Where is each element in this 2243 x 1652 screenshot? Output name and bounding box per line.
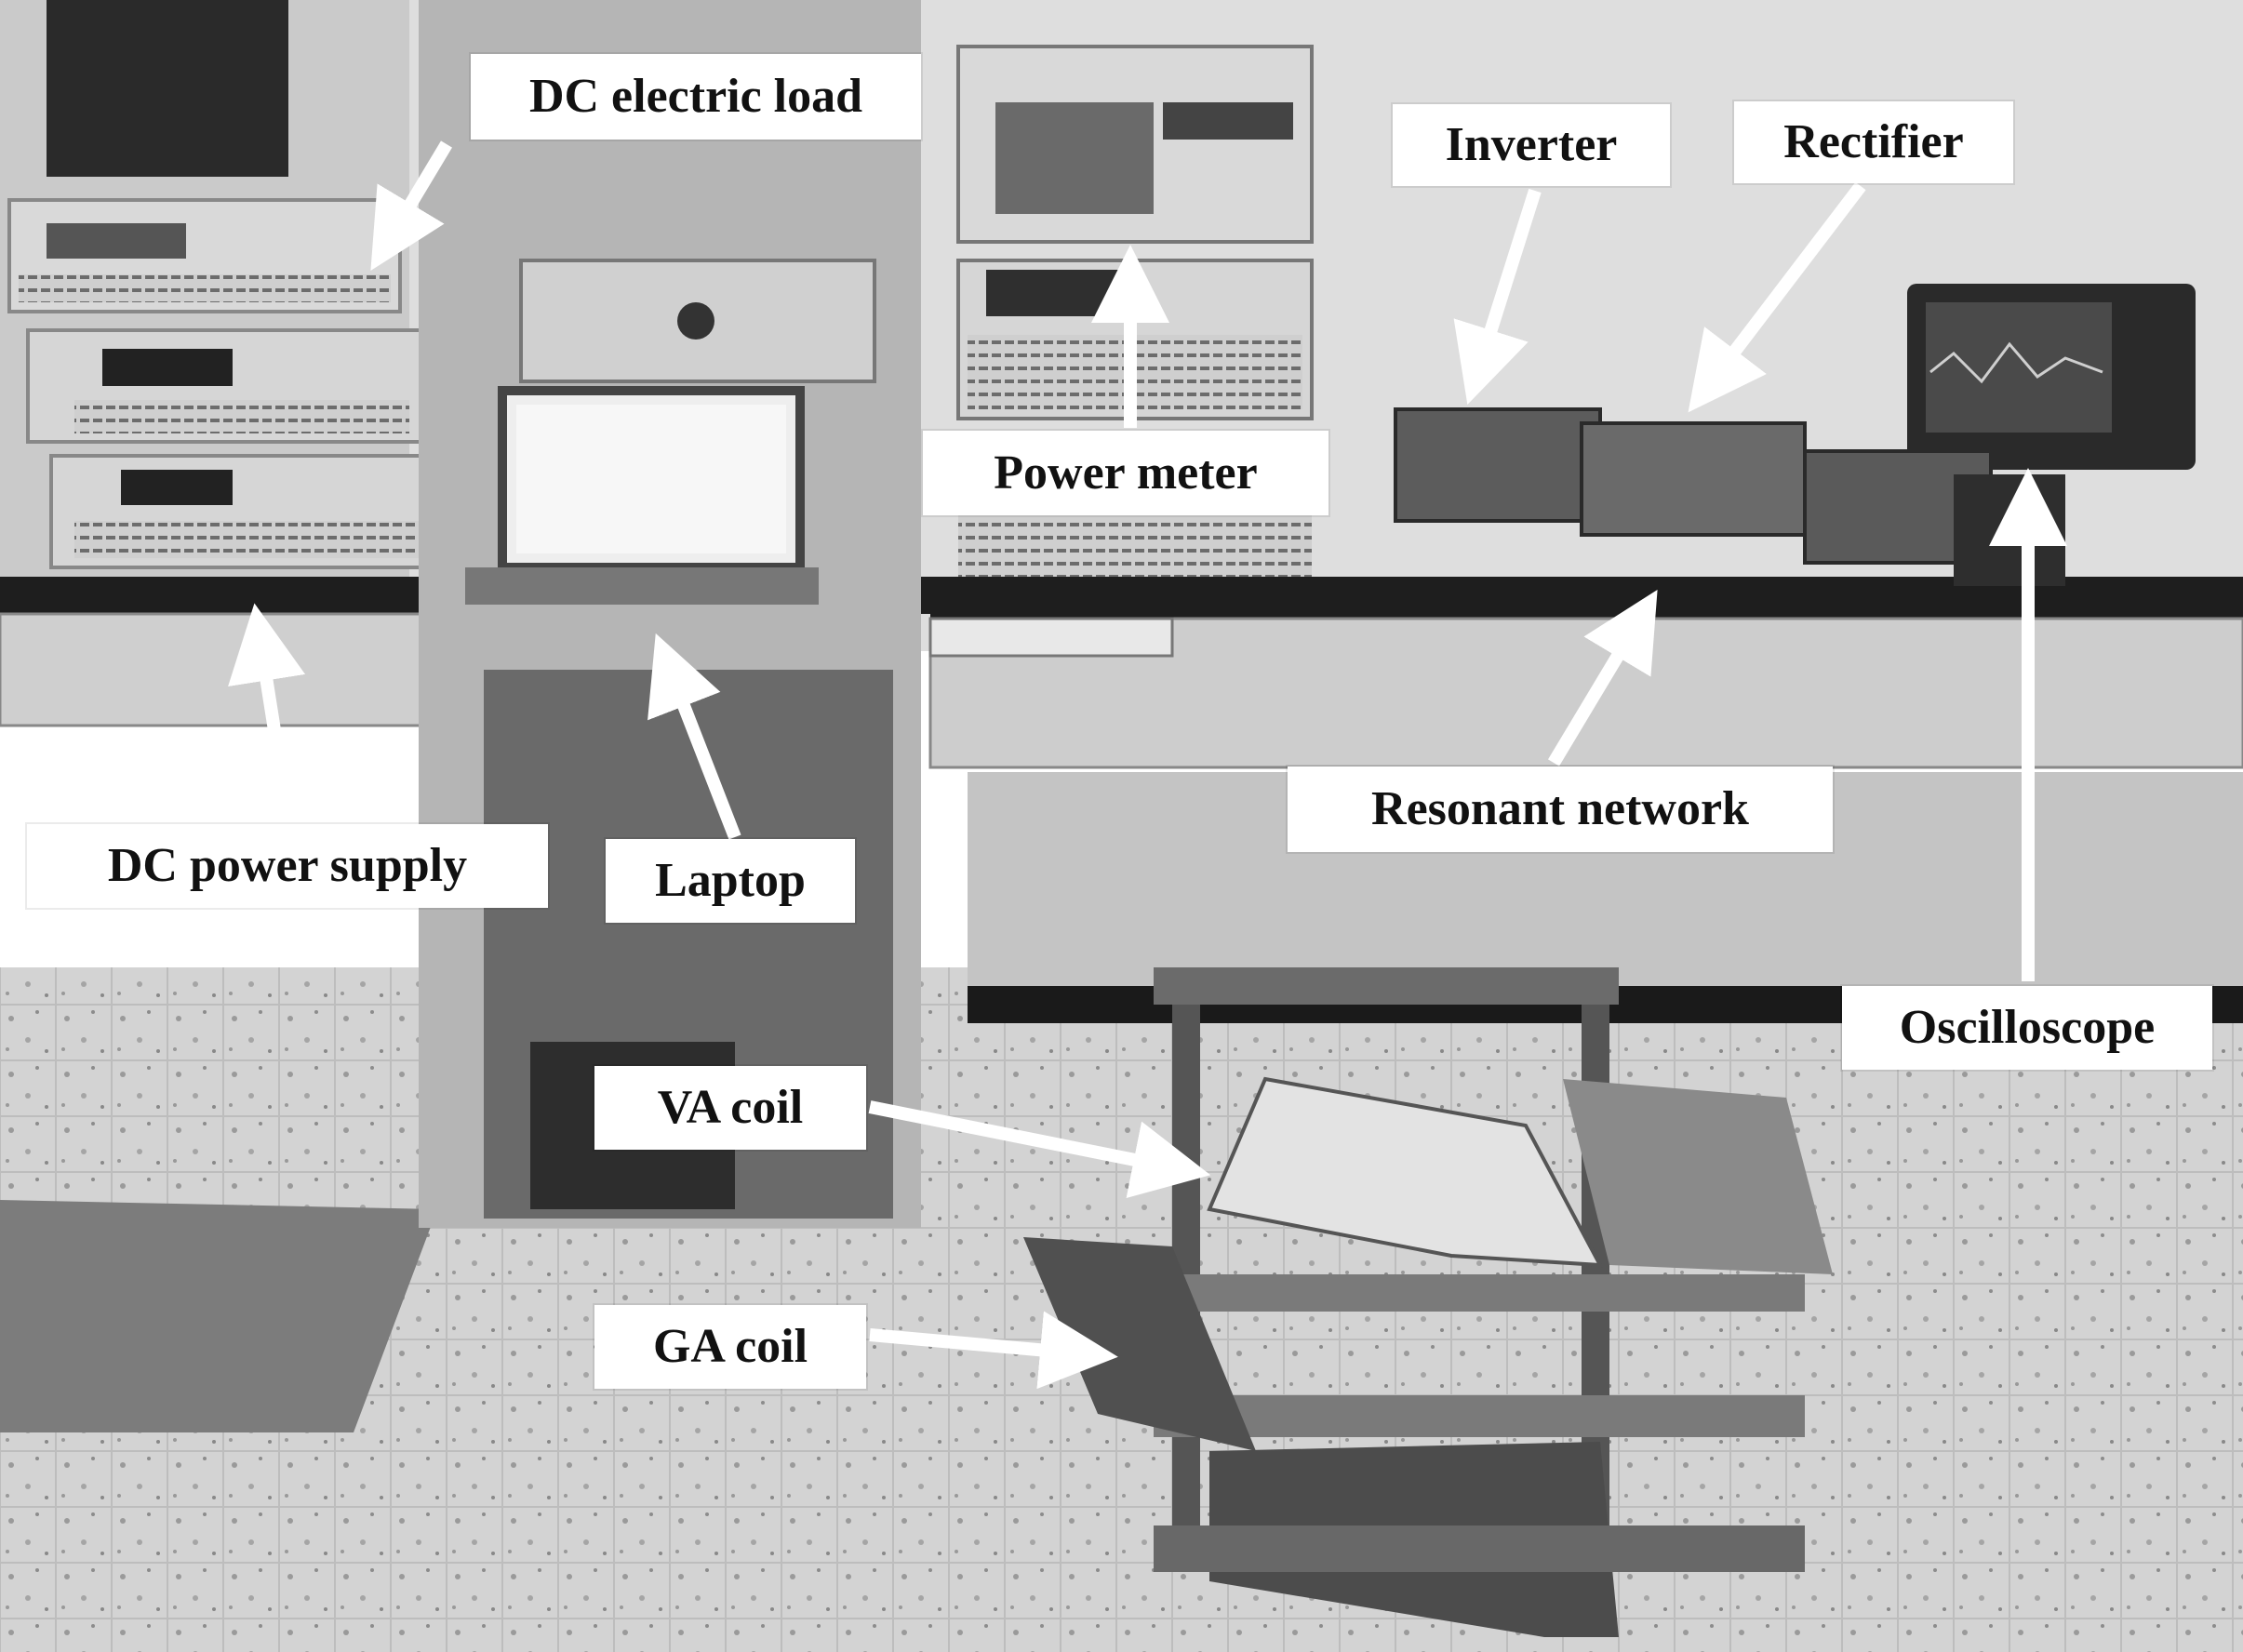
arrow-laptop — [648, 633, 741, 840]
arrow-resonant-network — [1547, 589, 1658, 766]
left-rack — [0, 0, 453, 595]
label-va-coil: VA coil — [594, 1066, 866, 1150]
arrow-dc-load — [370, 140, 453, 272]
label-dc-electric-load: DC electric load — [471, 54, 921, 140]
arrow-inverter — [1453, 188, 1542, 406]
instrument-stack — [928, 45, 1314, 658]
arrow-dc-power-supply — [228, 603, 306, 820]
label-ga-coil: GA coil — [594, 1305, 866, 1389]
oscilloscope-unit — [1907, 284, 2196, 470]
label-rectifier: Rectifier — [1734, 101, 2013, 183]
label-oscilloscope: Oscilloscope — [1842, 986, 2212, 1070]
arrow-rectifier — [1688, 181, 1866, 413]
label-laptop: Laptop — [606, 839, 855, 923]
label-dc-power-supply: DC power supply — [27, 824, 548, 908]
coil-rig — [1023, 967, 1833, 1637]
floor-mat — [0, 1200, 437, 1432]
label-power-meter: Power meter — [923, 431, 1328, 515]
arrow-ga-coil — [869, 1311, 1118, 1390]
label-resonant-network: Resonant network — [1288, 766, 1833, 852]
center-rack — [419, 0, 921, 1228]
arrow-va-coil — [868, 1100, 1211, 1198]
label-inverter: Inverter — [1393, 104, 1670, 186]
pointer-arrows — [228, 140, 2067, 1390]
drawers-left — [0, 612, 467, 727]
